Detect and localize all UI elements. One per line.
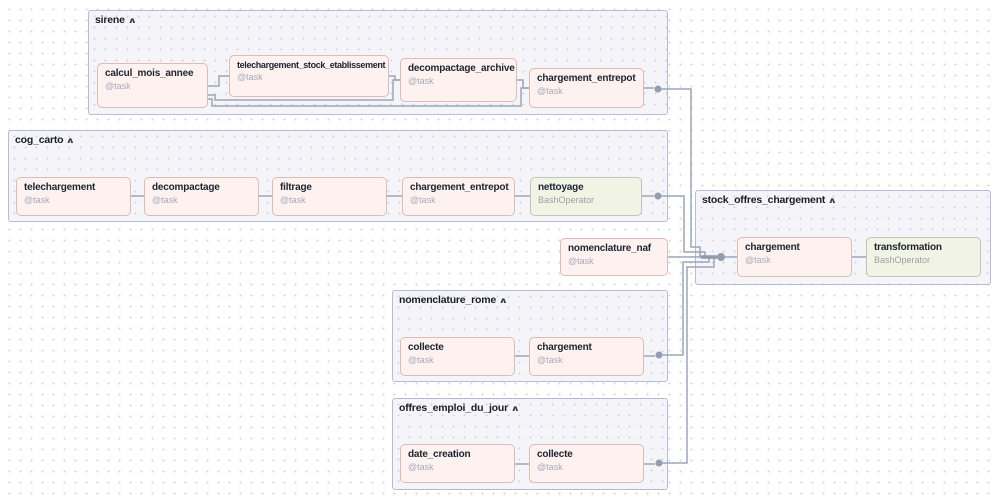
task-stock-chargement[interactable]: chargement @task	[737, 237, 852, 277]
task-label: decompactage_archive	[408, 63, 515, 74]
task-operator-label: BashOperator	[538, 195, 595, 205]
task-operator-label: @task	[745, 255, 771, 265]
task-cog-chargement-entrepot[interactable]: chargement_entrepot @task	[402, 177, 515, 216]
group-header-stock-offres-chargement[interactable]: stock_offres_chargement ∧	[702, 194, 838, 206]
task-operator-label: @task	[237, 72, 263, 82]
task-operator-label: @task	[105, 81, 131, 91]
task-label: telechargement_stock_etablissement	[237, 60, 386, 70]
task-operator-label: @task	[537, 462, 563, 472]
task-label: filtrage	[280, 182, 312, 193]
task-sirene-chargement-entrepot[interactable]: chargement_entrepot @task	[529, 68, 644, 108]
task-rome-chargement[interactable]: chargement @task	[529, 337, 644, 376]
task-label: transformation	[874, 242, 942, 253]
task-offres-date-creation[interactable]: date_creation @task	[400, 444, 515, 483]
group-label: sirene	[95, 14, 125, 26]
task-operator-label: @task	[410, 195, 436, 205]
task-operator-label: @task	[408, 355, 434, 365]
task-nomenclature-naf[interactable]: nomenclature_naf @task	[560, 238, 668, 276]
task-offres-collecte[interactable]: collecte @task	[529, 444, 644, 483]
task-label: decompactage	[152, 182, 220, 193]
task-label: telechargement	[24, 182, 96, 193]
collapse-chevron-icon: ∧	[498, 295, 508, 305]
group-header-sirene[interactable]: sirene ∧	[95, 14, 137, 26]
task-label: date_creation	[408, 449, 471, 460]
group-header-offres-emploi-du-jour[interactable]: offres_emploi_du_jour ∧	[399, 402, 520, 414]
task-cog-telechargement[interactable]: telechargement @task	[16, 177, 131, 216]
group-label: nomenclature_rome	[399, 294, 496, 306]
task-sirene-decompactage-archive[interactable]: decompactage_archive @task	[400, 58, 517, 102]
task-operator-label: @task	[537, 86, 563, 96]
task-sirene-calcul-mois-annee[interactable]: calcul_mois_annee @task	[97, 63, 208, 108]
task-label: collecte	[408, 342, 444, 353]
group-label: stock_offres_chargement	[702, 194, 826, 206]
task-operator-label: @task	[24, 195, 50, 205]
task-operator-label: @task	[537, 355, 563, 365]
task-cog-nettoyage[interactable]: nettoyage BashOperator	[530, 177, 642, 216]
collapse-chevron-icon: ∧	[827, 195, 838, 205]
task-cog-filtrage[interactable]: filtrage @task	[272, 177, 387, 216]
task-operator-label: @task	[408, 76, 434, 86]
task-operator-label: @task	[280, 195, 306, 205]
task-label: chargement_entrepot	[410, 182, 509, 193]
task-label: nettoyage	[538, 182, 584, 193]
task-label: calcul_mois_annee	[105, 68, 194, 79]
task-cog-decompactage[interactable]: decompactage @task	[144, 177, 259, 216]
task-label: chargement	[745, 242, 800, 253]
task-rome-collecte[interactable]: collecte @task	[400, 337, 515, 376]
task-operator-label: @task	[568, 256, 594, 266]
task-label: chargement	[537, 342, 592, 353]
task-operator-label: @task	[408, 462, 434, 472]
collapse-chevron-icon: ∧	[66, 135, 76, 145]
collapse-chevron-icon: ∧	[510, 403, 520, 413]
group-header-nomenclature-rome[interactable]: nomenclature_rome ∧	[399, 294, 508, 306]
group-header-cog-carto[interactable]: cog_carto ∧	[15, 134, 76, 146]
group-label: offres_emploi_du_jour	[399, 402, 508, 414]
collapse-chevron-icon: ∧	[127, 15, 137, 25]
task-operator-label: BashOperator	[874, 255, 931, 265]
task-label: nomenclature_naf	[568, 243, 651, 254]
group-label: cog_carto	[15, 134, 64, 146]
task-sirene-telechargement-stock-etablissement[interactable]: telechargement_stock_etablissement @task	[229, 55, 389, 97]
task-operator-label: @task	[152, 195, 178, 205]
task-label: chargement_entrepot	[537, 73, 636, 84]
task-label: collecte	[537, 449, 573, 460]
task-stock-transformation[interactable]: transformation BashOperator	[866, 237, 981, 277]
